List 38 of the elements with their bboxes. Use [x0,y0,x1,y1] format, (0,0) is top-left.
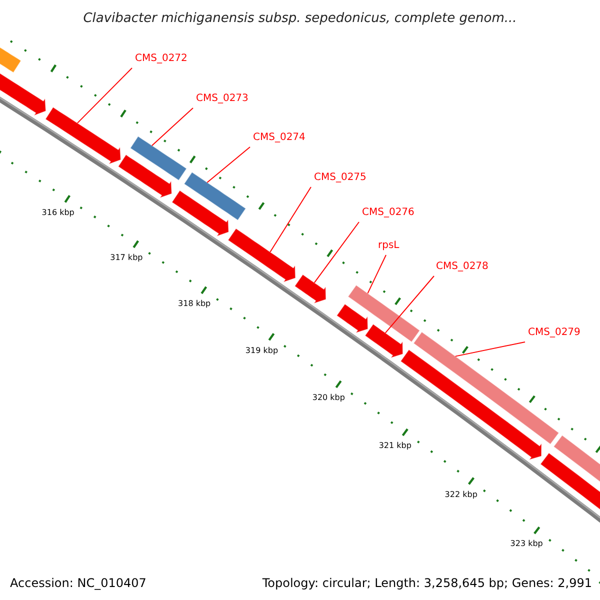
gene-band [130,136,188,181]
gene-feature [364,324,404,359]
tick-label: 322 kbp [444,490,478,500]
leader-line [151,108,194,146]
gene-feature [336,304,368,334]
gene-feature [171,190,230,237]
genome-info-text: Topology: circular; Length: 3,258,645 bp; Genes: 2,991 [262,575,592,592]
gene-feature [44,106,122,165]
leader-line [454,342,526,357]
gene-label: CMS_0279 [528,327,580,339]
tick-label: 316 kbp [42,208,74,218]
tick-label: 319 kbp [245,346,278,356]
accession-text: Accession: NC_010407 [10,575,146,592]
leader-line [206,146,250,183]
title: Clavibacter michiganensis subsp. sepedonicus, complete genom... [82,10,518,28]
gene-label: CMS_0275 [314,172,366,184]
tick-label: 318 kbp [178,299,211,310]
gene-band [0,46,22,74]
gene-label: CMS_0274 [253,132,306,144]
gene-band [184,172,246,221]
gene-label: CMS_0273 [196,93,248,105]
leader-line [384,276,434,334]
tick-label: 320 kbp [312,393,345,404]
gene-feature [294,274,326,304]
gene-label: CMS_0272 [135,53,188,65]
leader-line [270,186,312,252]
tick-label: 317 kbp [110,253,143,264]
leader-line [367,254,386,294]
leader-line [314,222,360,284]
gene-feature [228,228,296,283]
leader-line [76,68,132,124]
gene-label: rpsL [378,240,400,252]
gene-band [348,284,420,342]
gene-feature [118,154,172,199]
tick-label: 321 kbp [378,441,412,452]
tick-label: 323 kbp [510,538,543,549]
gene-label: CMS_0278 [436,261,488,273]
gene-label: CMS_0276 [362,207,414,219]
